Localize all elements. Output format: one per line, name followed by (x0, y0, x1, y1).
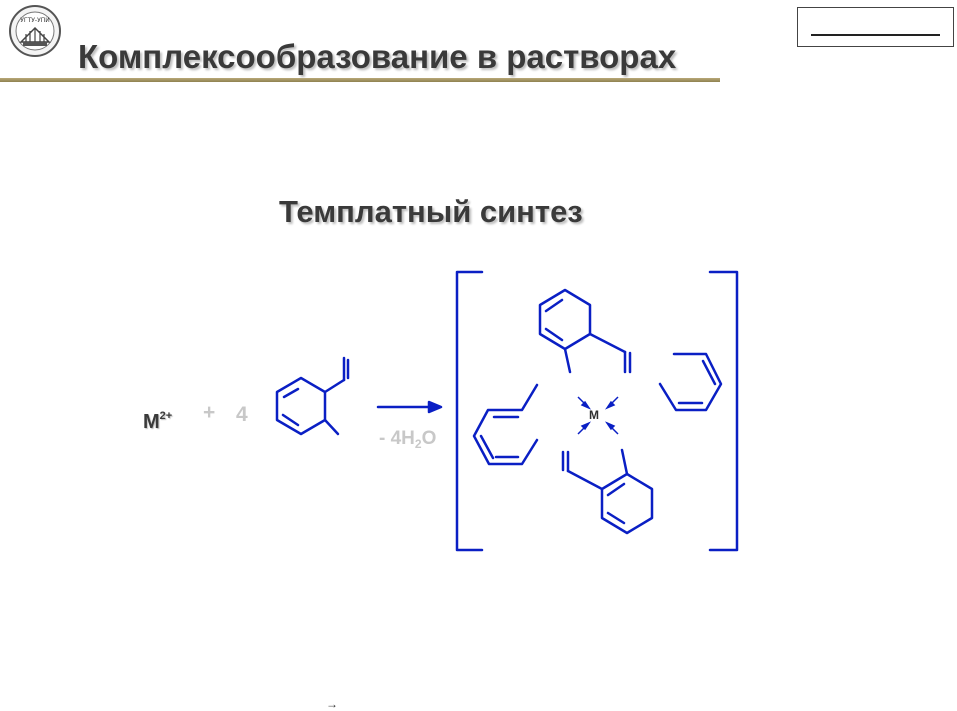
left-benzene-fragment (472, 383, 539, 466)
right-benzene-fragment (658, 352, 723, 412)
corner-frame (797, 7, 954, 47)
metal-ion-label: M2+ (143, 410, 172, 434)
left-bracket (455, 270, 484, 552)
university-logo: УГТУ-УПИ (9, 5, 61, 57)
section-subtitle: Темплатный синтез (279, 194, 583, 229)
right-bracket (708, 270, 739, 552)
byproduct-subscript: 2 (414, 437, 422, 451)
reagent-molecule (275, 356, 350, 436)
byproduct-label: - 4H2O (379, 428, 436, 451)
bottom-benzene-ring (561, 448, 654, 535)
top-benzene-ring (538, 288, 632, 374)
metal-charge: 2+ (159, 410, 173, 422)
byproduct-prefix: - 4H (379, 428, 415, 449)
footer-arrow-glyph: → (326, 697, 338, 711)
complex-metal-label: M (589, 408, 599, 422)
reaction-arrow (376, 400, 443, 414)
stoichiometric-coefficient: 4 (236, 403, 248, 426)
page-title: Комплексообразование в растворах (78, 38, 677, 75)
coordination-arrows (577, 396, 619, 435)
svg-text:УГТУ-УПИ: УГТУ-УПИ (20, 17, 49, 24)
corner-underline (811, 34, 940, 36)
plus-sign: + (203, 401, 216, 424)
metal-symbol: M (143, 411, 160, 433)
byproduct-suffix: O (421, 428, 437, 449)
title-underline (0, 78, 720, 82)
